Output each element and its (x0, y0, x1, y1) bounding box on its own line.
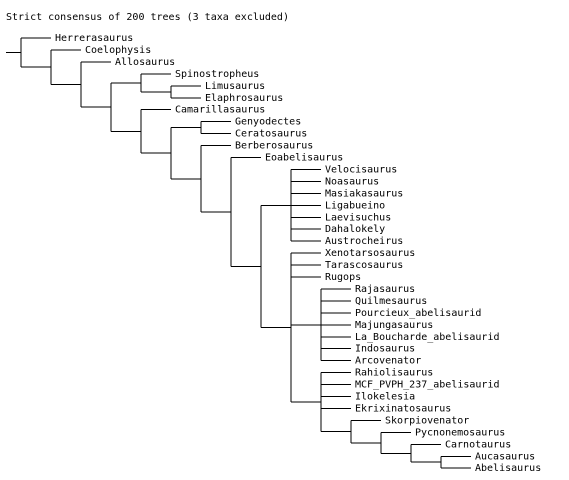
taxon-label: MCF_PVPH_237_abelisaurid (355, 380, 500, 391)
taxon-labels: HerrerasaurusCoelophysisAllosaurusSpinos… (55, 33, 541, 474)
taxon-label: Xenotarsosaurus (325, 248, 415, 259)
taxon-label: Berberosaurus (235, 141, 313, 152)
taxon-label: Pycnonemosaurus (415, 427, 505, 438)
taxon-label: Skorpiovenator (385, 415, 469, 426)
taxon-label: Limusaurus (205, 81, 265, 92)
taxon-label: Pourcieux_abelisaurid (355, 308, 481, 319)
taxon-label: Arcovenator (355, 356, 421, 367)
cladogram-title: Strict consensus of 200 trees (3 taxa ex… (6, 12, 289, 23)
taxon-label: Rajasaurus (355, 284, 415, 295)
taxon-label: Velocisaurus (325, 164, 397, 175)
taxon-label: Masiakasaurus (325, 188, 403, 199)
taxon-label: Aucasaurus (475, 451, 535, 462)
taxon-label: Austrocheirus (325, 236, 403, 247)
taxon-label: Indosaurus (355, 344, 415, 355)
taxon-label: Ilokelesia (355, 392, 415, 403)
taxon-label: Dahalokely (325, 224, 385, 235)
taxon-label: Rugops (325, 272, 361, 283)
taxon-label: Ceratosaurus (235, 129, 307, 140)
taxon-label: Genyodectes (235, 117, 301, 128)
taxon-label: Ligabueino (325, 200, 385, 211)
taxon-label: Eoabelisaurus (265, 153, 343, 164)
taxon-label: Quilmesaurus (355, 296, 427, 307)
taxon-label: Allosaurus (115, 57, 175, 68)
cladogram-branches (6, 37, 471, 469)
taxon-label: Rahiolisaurus (355, 368, 433, 379)
taxon-label: Ekrixinatosaurus (355, 403, 451, 414)
taxon-label: Abelisaurus (475, 463, 541, 474)
taxon-label: Elaphrosaurus (205, 93, 283, 104)
taxon-label: Noasaurus (325, 176, 379, 187)
taxon-label: La_Boucharde_abelisaurid (355, 332, 500, 343)
taxon-label: Tarascosaurus (325, 260, 403, 271)
taxon-label: Herrerasaurus (55, 33, 133, 44)
taxon-label: Carnotaurus (445, 439, 511, 450)
taxon-label: Coelophysis (85, 45, 151, 56)
taxon-label: Laevisuchus (325, 212, 391, 223)
taxon-label: Spinostropheus (175, 69, 259, 80)
taxon-label: Camarillasaurus (175, 105, 265, 116)
taxon-label: Majungasaurus (355, 320, 433, 331)
